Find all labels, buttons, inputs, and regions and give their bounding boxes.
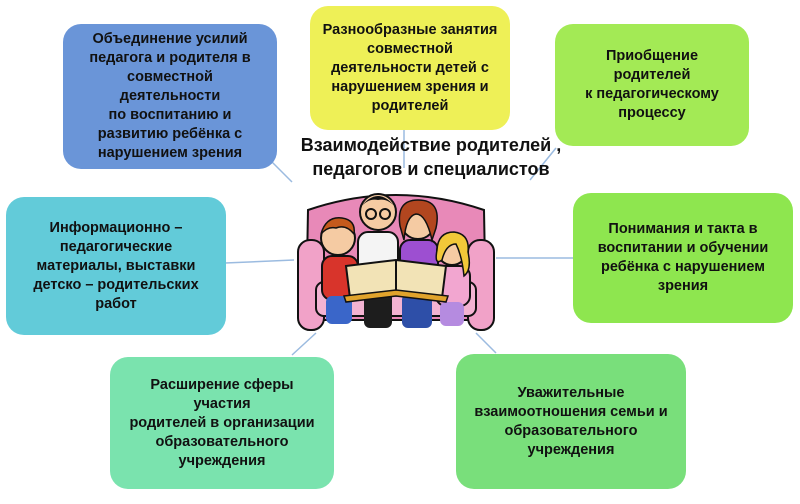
book-cover (342, 289, 450, 303)
boy-hair (320, 217, 355, 236)
family-reading-illustration (297, 193, 495, 331)
connector-top-left (269, 159, 293, 183)
node-top-center: Разнообразные занятия совместной деятель… (310, 6, 510, 130)
connector-mid-left (224, 259, 295, 264)
connector-top-right (529, 147, 557, 181)
node-top-right: Приобщение родителей к педагогическому п… (555, 24, 749, 146)
dad-hair (360, 196, 396, 208)
node-mid-right: Понимания и такта в воспитании и обучени… (573, 193, 793, 323)
node-mid-left: Информационно – педагогические материалы… (6, 197, 226, 335)
girl-legs (440, 302, 464, 326)
node-bottom-right: Уважительные взаимоотношения семьи и обр… (456, 354, 686, 489)
dad-head (359, 193, 397, 231)
node-top-left: Объединение усилий педагога и родителя в… (63, 24, 277, 169)
connector-bottom-right (475, 332, 497, 354)
girl-hair (435, 231, 471, 278)
dad-glasses-left (365, 208, 377, 220)
node-bottom-left: Расширение сферы участия родителей в орг… (110, 357, 334, 489)
boy-legs (326, 296, 352, 324)
mom-hair (398, 199, 438, 243)
dad-glasses-right (379, 208, 391, 220)
mom-legs (402, 294, 432, 328)
connector-bottom-left (291, 332, 317, 356)
center-title: Взаимодействие родителей , педагогов и с… (300, 135, 562, 179)
